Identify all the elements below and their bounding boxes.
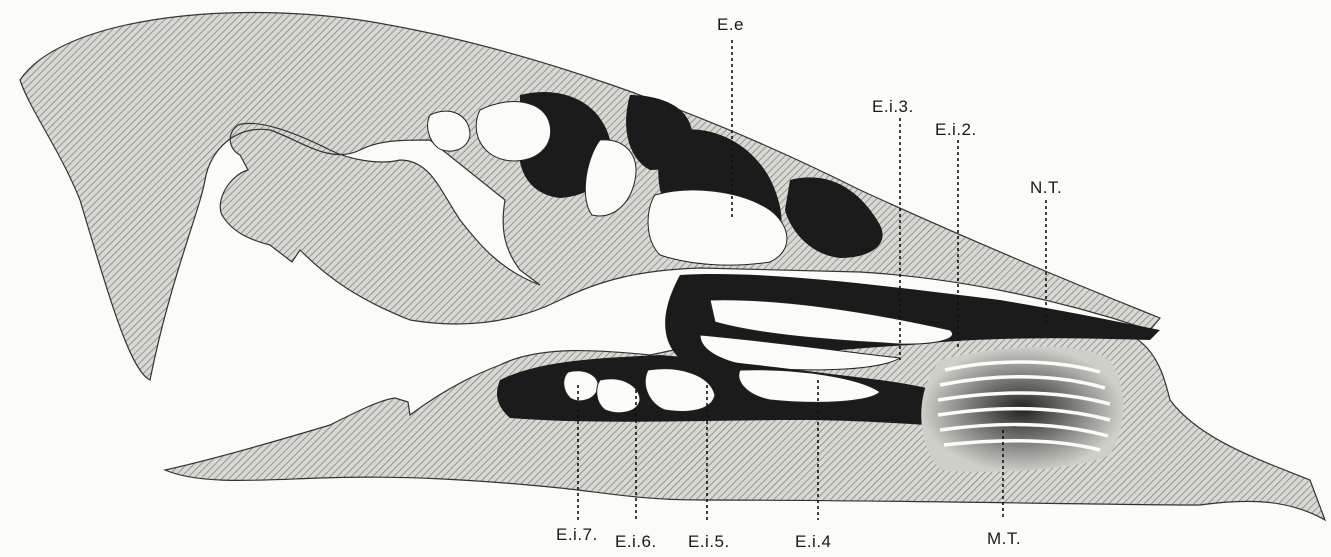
label-ei4: E.i.4 (795, 532, 832, 551)
label-ei3: E.i.3. (872, 97, 914, 116)
label-ee: E.e (717, 15, 744, 34)
label-ei2: E.i.2. (935, 120, 977, 139)
label-nt: N.T. (1030, 178, 1062, 197)
label-mt: M.T. (987, 529, 1021, 548)
white-cavity-a (476, 102, 550, 161)
label-ei5: E.i.5. (688, 532, 730, 551)
label-ei6: E.i.6. (615, 532, 657, 551)
lower-white-e7 (564, 371, 598, 401)
label-ei7: E.i.7. (556, 525, 598, 544)
